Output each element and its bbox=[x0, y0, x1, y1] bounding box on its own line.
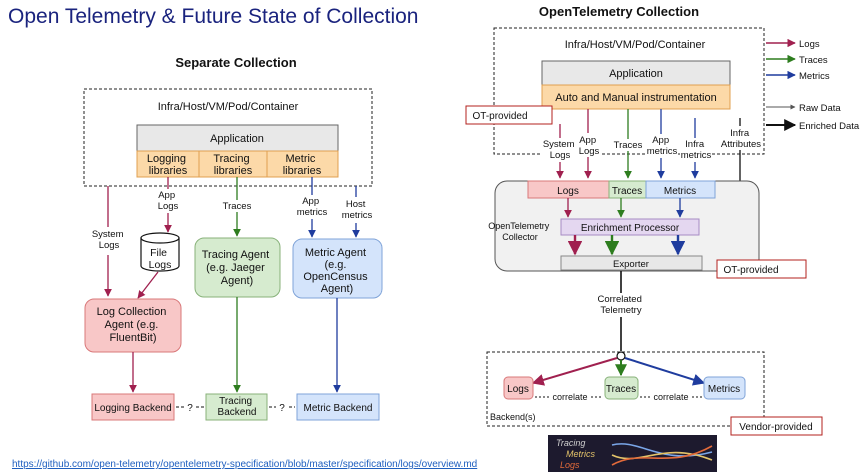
ot-provided-badge-top-label: OT-provided bbox=[472, 111, 527, 122]
edge-r-traces-label: Traces bbox=[614, 140, 643, 151]
enrichment-processor bbox=[560, 218, 700, 236]
file-logs-cylinder: File Logs bbox=[140, 232, 180, 272]
source-link[interactable]: https://github.com/open-telemetry/opente… bbox=[12, 459, 478, 470]
tracing-backend bbox=[205, 393, 268, 421]
ot-provided-badge-top bbox=[465, 105, 553, 125]
legend: Logs Traces Metrics Raw Data Enriched Da… bbox=[766, 38, 860, 132]
backend-metrics-label: Metrics bbox=[708, 384, 740, 395]
left-infra-box bbox=[83, 88, 373, 187]
correlated-telemetry-label: Correlated Telemetry bbox=[598, 294, 645, 316]
logging-backend bbox=[91, 393, 175, 421]
legend-metrics-label: Metrics bbox=[799, 71, 830, 82]
metric-agent-label: Metric Agent (e.g. OpenCensus Agent) bbox=[303, 247, 370, 295]
exporter-box bbox=[560, 255, 703, 271]
backend-traces bbox=[604, 376, 639, 400]
backend-logs bbox=[503, 376, 534, 400]
metric-libraries-box bbox=[266, 150, 339, 178]
enrichment-processor-label: Enrichment Processor bbox=[581, 223, 680, 234]
backend-traces-label: Traces bbox=[606, 384, 636, 395]
edge-system-logs-label: System Logs bbox=[92, 229, 126, 251]
correlate-left-label: correlate bbox=[552, 392, 587, 402]
right-application-box bbox=[541, 60, 731, 86]
left-application-label: Application bbox=[210, 133, 264, 145]
backends-box bbox=[486, 351, 765, 427]
right-heading: OpenTelemetry Collection bbox=[539, 4, 699, 19]
edge-r-app-logs-label: App Logs bbox=[579, 135, 600, 157]
page-title: Open Telemetry & Future State of Collect… bbox=[8, 5, 419, 28]
edge-fanout-metrics bbox=[624, 357, 706, 386]
edge-r-infra-metrics-label: Infra metrics bbox=[681, 139, 712, 161]
question-mark-right: ? bbox=[279, 403, 285, 414]
edge-app-logs-label: App Logs bbox=[158, 190, 179, 212]
edge-host-metrics-label: Host metrics bbox=[342, 199, 373, 221]
ot-provided-badge-bottom-label: OT-provided bbox=[723, 265, 778, 276]
logging-libraries-label: Logging libraries bbox=[147, 153, 189, 177]
edge-r-infra-attributes-label: Infra Attributes bbox=[721, 128, 761, 150]
left-application-box bbox=[136, 124, 339, 152]
legend-raw-label: Raw Data bbox=[799, 103, 841, 114]
instrumentation-label: Auto and Manual instrumentation bbox=[555, 92, 716, 104]
metric-libraries-label: Metric libraries bbox=[283, 153, 322, 177]
svg-text:File Logs: File Logs bbox=[149, 247, 172, 271]
question-mark-left: ? bbox=[187, 403, 193, 414]
edge-traces-left-label: Traces bbox=[223, 201, 252, 212]
receiver-traces-label: Traces bbox=[612, 186, 642, 197]
edge-fanout-logs bbox=[531, 357, 618, 386]
vendor-provided-badge bbox=[730, 416, 823, 436]
right-application-label: Application bbox=[609, 68, 663, 80]
left-infra-label: Infra/Host/VM/Pod/Container bbox=[158, 101, 299, 113]
exporter-label: Exporter bbox=[613, 259, 649, 270]
ot-provided-badge-bottom bbox=[716, 259, 807, 279]
svg-text:Metrics: Metrics bbox=[566, 449, 595, 459]
correlate-right-label: correlate bbox=[653, 392, 688, 402]
svg-text:Logs: Logs bbox=[560, 460, 580, 470]
tracing-agent-label: Tracing Agent (e.g. Jaeger Agent) bbox=[202, 249, 273, 287]
logging-backend-label: Logging Backend bbox=[94, 403, 171, 414]
collector-label: OpenTelemetry Collector bbox=[488, 221, 552, 242]
vendor-provided-badge-label: Vendor-provided bbox=[739, 422, 812, 433]
svg-text:Tracing: Tracing bbox=[556, 438, 585, 448]
legend-enriched-label: Enriched Data bbox=[799, 121, 860, 132]
backend-logs-label: Logs bbox=[507, 384, 529, 395]
right-infra-box bbox=[493, 27, 765, 155]
right-infra-label: Infra/Host/VM/Pod/Container bbox=[565, 39, 706, 51]
receiver-metrics-label: Metrics bbox=[664, 186, 696, 197]
instrumentation-box bbox=[541, 84, 731, 110]
edge-file-to-log-agent bbox=[137, 271, 159, 299]
edge-app-metrics-left-label: App metrics bbox=[297, 196, 328, 218]
left-heading: Separate Collection bbox=[175, 55, 296, 70]
receiver-logs-label: Logs bbox=[557, 186, 579, 197]
legend-logs-label: Logs bbox=[799, 39, 820, 50]
metric-backend-label: Metric Backend bbox=[304, 403, 373, 414]
edge-r-system-logs-label: System Logs bbox=[543, 139, 577, 161]
tracing-libraries-box bbox=[198, 150, 268, 178]
legend-traces-label: Traces bbox=[799, 55, 828, 66]
tracing-libraries-label: Tracing libraries bbox=[213, 153, 252, 177]
log-collection-agent-label: Log Collection Agent (e.g. FluentBit) bbox=[97, 306, 170, 344]
metric-backend bbox=[296, 393, 380, 421]
fanout-node bbox=[616, 351, 626, 361]
backends-label: Backend(s) bbox=[490, 412, 536, 422]
tracing-metrics-logs-logo: Tracing Metrics Logs bbox=[548, 435, 717, 472]
tracing-backend-label: Tracing Backend bbox=[218, 396, 257, 418]
edge-r-app-metrics-label: App metrics bbox=[647, 135, 678, 157]
backend-metrics bbox=[703, 376, 746, 400]
